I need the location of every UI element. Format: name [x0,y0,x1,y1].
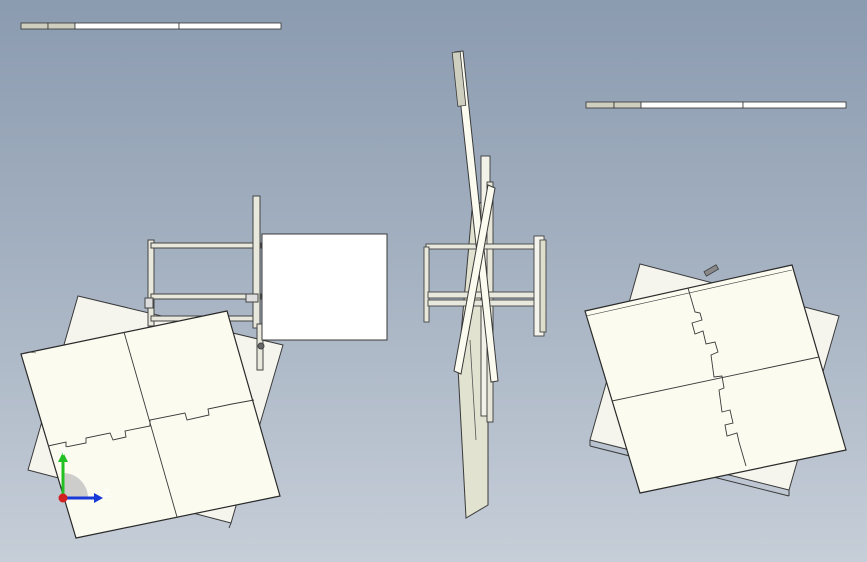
right-view[interactable] [584,263,847,497]
left-puzzle-seam [47,399,255,448]
axis-label-y: Y [59,445,67,458]
left-view[interactable] [20,195,388,539]
right-knob [703,264,720,277]
left-box [261,233,388,341]
middle-diagonal-panel [453,184,496,375]
middle-view[interactable] [423,50,547,519]
right-puzzle-seam [687,287,747,467]
scale-bar-left [20,22,282,30]
coordinate-triad: Y Z [58,445,111,503]
axis-label-z: Z [103,487,111,500]
scale-bar-right [585,101,847,109]
